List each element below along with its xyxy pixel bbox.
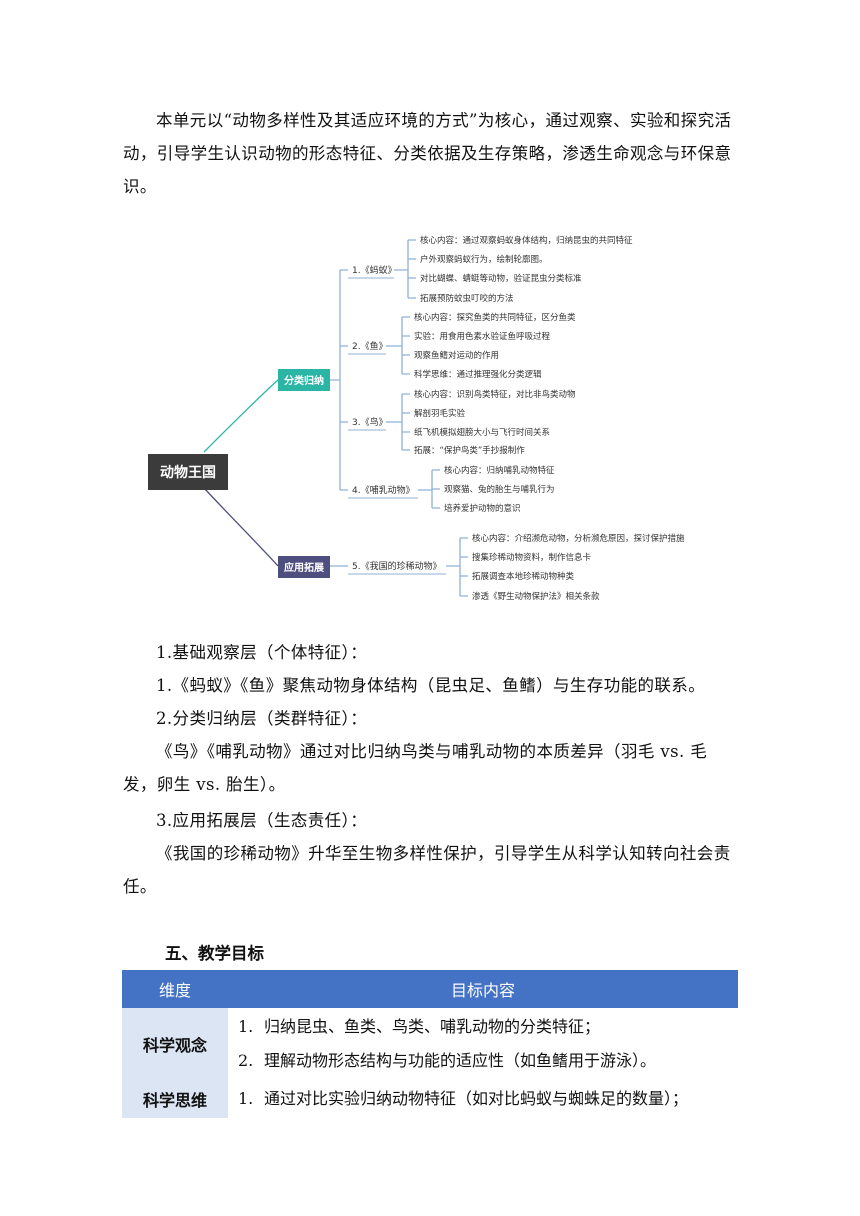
unit-item: 渗透《野生动物保护法》相关条款	[472, 591, 600, 602]
branch-application-label: 应用拓展	[284, 561, 324, 574]
goal-item: 1. 归纳昆虫、鱼类、鸟类、哺乳动物的分类特征；	[238, 1010, 738, 1044]
unit-item: 核心内容：通过观察蚂蚁身体结构，归纳昆虫的共同特征	[420, 235, 633, 246]
unit-item: 核心内容：归纳哺乳动物特征	[444, 465, 555, 476]
unit-label: 1.《蚂蚁》	[352, 264, 397, 276]
layer2-title: 2.分类归纳层（类群特征）：	[156, 709, 368, 728]
table-row: 科学观念 1. 归纳昆虫、鱼类、鸟类、哺乳动物的分类特征； 2. 理解动物形态结构与…	[122, 1008, 738, 1080]
dimension-cell: 科学观念	[122, 1008, 228, 1080]
goal-item: 2. 理解动物形态结构与功能的适应性（如鱼鳍用于游泳）。	[238, 1044, 738, 1078]
goal-text: 通过对比实验归纳动物特征（如对比蚂蚁与蜘蛛足的数量）；	[264, 1089, 689, 1108]
table-row: 科学思维 1. 通过对比实验归纳动物特征（如对比蚂蚁与蜘蛛足的数量）；	[122, 1080, 738, 1118]
header-content: 目标内容	[228, 970, 738, 1008]
unit-item: 科学思维：通过推理强化分类逻辑	[414, 369, 542, 380]
unit-label: 2.《鱼》	[352, 340, 388, 352]
unit-item: 核心内容：识别鸟类特征，对比非鸟类动物	[414, 389, 576, 400]
goal-item: 1. 通过对比实验归纳动物特征（如对比蚂蚁与蜘蛛足的数量）；	[238, 1082, 738, 1116]
header-dimension: 维度	[122, 970, 228, 1008]
goals-cell: 1. 归纳昆虫、鱼类、鸟类、哺乳动物的分类特征； 2. 理解动物形态结构与功能的适应…	[228, 1008, 738, 1080]
layer1-title: 1.基础观察层（个体特征）：	[156, 643, 368, 662]
unit-item: 观察鱼鳍对运动的作用	[414, 350, 499, 361]
branch-application-box	[278, 556, 330, 578]
unit-item: 核心内容：探究鱼类的共同特征，区分鱼类	[414, 312, 576, 323]
goals-cell: 1. 通过对比实验归纳动物特征（如对比蚂蚁与蜘蛛足的数量）；	[228, 1080, 738, 1118]
section-title: 五、教学目标	[165, 944, 264, 963]
unit-item: 核心内容：介绍濒危动物，分析濒危原因，探讨保护措施	[472, 533, 685, 544]
branch-classify-label: 分类归纳	[284, 374, 324, 387]
unit-item: 拓展：“保护鸟类”手抄报制作	[414, 445, 525, 456]
unit-item: 拓展预防蚊虫叮咬的方法	[420, 293, 514, 304]
goal-text: 理解动物形态结构与功能的适应性（如鱼鳍用于游泳）。	[264, 1051, 657, 1070]
goals-table: 维度 目标内容 科学观念 1. 归纳昆虫、鱼类、鸟类、哺乳动物的分类特征； 2. 理…	[122, 970, 738, 1118]
layer3-title: 3.应用拓展层（生态责任）：	[156, 811, 368, 830]
unit-item: 户外观察蚂蚁行为，绘制轮廓图。	[420, 254, 548, 265]
goal-text: 归纳昆虫、鱼类、鸟类、哺乳动物的分类特征；	[264, 1017, 601, 1036]
branch-classify-box	[278, 369, 330, 391]
unit-label: 4.《哺乳动物》	[352, 484, 415, 496]
mindmap-root-label: 动物王国	[160, 464, 216, 481]
unit-item: 纸飞机模拟翅膀大小与飞行时间关系	[414, 427, 550, 438]
unit-item: 解剖羽毛实验	[414, 408, 466, 419]
unit-item: 搜集珍稀动物资料，制作信息卡	[472, 552, 592, 563]
table-header-row: 维度 目标内容	[122, 970, 738, 1008]
layer1-text: 1.《蚂蚁》《鱼》聚焦动物身体结构（昆虫足、鱼鳍）与生存功能的联系。	[156, 676, 706, 695]
goal-number: 2.	[238, 1051, 254, 1070]
unit-item: 拓展调查本地珍稀动物种类	[472, 571, 575, 582]
layer2-text: 《鸟》《哺乳动物》通过对比归纳鸟类与哺乳动物的本质差异（羽毛 vs. 毛发，卵生…	[123, 742, 708, 794]
unit-label: 5.《我国的珍稀动物》	[352, 560, 442, 572]
dimension-cell: 科学思维	[122, 1080, 228, 1118]
unit-label: 3.《鸟》	[352, 416, 388, 428]
goal-number: 1.	[238, 1017, 254, 1036]
mind-map: 动物王国 分类归纳 应用拓展 1.《蚂蚁》 2.《鱼》 3.《鸟》 4.《哺乳动…	[148, 235, 685, 602]
intro-paragraph: 本单元以“动物多样性及其适应环境的方式”为核心，通过观察、实验和探究活动，引导学…	[123, 111, 732, 196]
unit-item: 观察猫、兔的胎生与哺乳行为	[444, 484, 555, 495]
goal-number: 1.	[238, 1089, 254, 1108]
unit-item: 对比蝴蝶、蜻蜓等动物，验证昆虫分类标准	[420, 273, 582, 284]
mindmap-root-box	[148, 454, 228, 490]
unit-item: 培养爱护动物的意识	[444, 503, 521, 514]
layer3-text: 《我国的珍稀动物》升华至生物多样性保护，引导学生从科学认知转向社会责任。	[123, 844, 731, 896]
unit-item: 实验：用食用色素水验证鱼呼吸过程	[414, 331, 551, 342]
